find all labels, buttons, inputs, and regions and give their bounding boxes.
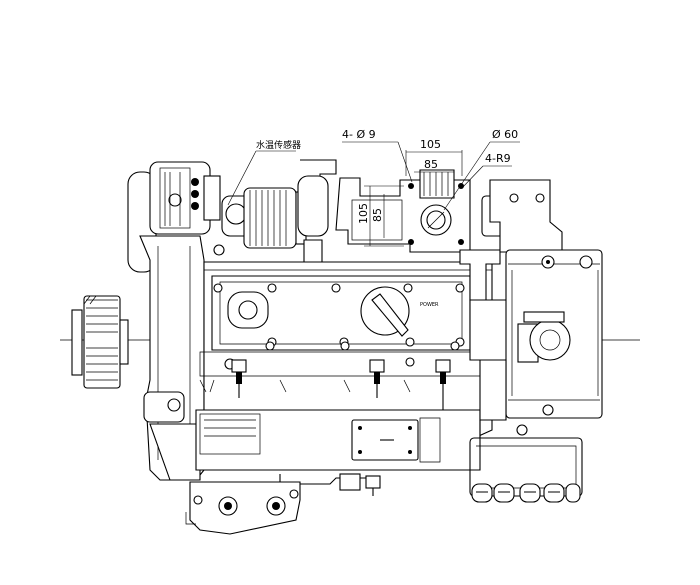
filler-cap <box>517 311 571 363</box>
height-inner-label: 85 <box>371 208 384 222</box>
radius-label: 4-R9 <box>485 152 511 165</box>
sensor-callout: 水温传感器 <box>227 139 301 206</box>
dimension-annotations: 4- Ø 9 105 85 Ø 60 4-R9 105 85 <box>342 128 520 247</box>
svg-text:POWER: POWER <box>420 302 439 308</box>
water-pump <box>213 187 307 256</box>
sensor-label: 水温传感器 <box>256 139 301 151</box>
width-inner-label: 85 <box>424 158 438 171</box>
front-housing <box>139 235 205 481</box>
holes-label: 4- Ø 9 <box>342 128 376 141</box>
lower-block <box>195 409 481 496</box>
intercooler <box>505 249 603 436</box>
diameter-label: Ø 60 <box>492 128 518 141</box>
air-filter-bracket <box>489 179 563 253</box>
injector-2 <box>369 359 385 398</box>
injector-1 <box>231 359 247 398</box>
mount-bracket <box>335 169 471 253</box>
width-outer-label: 105 <box>420 138 441 151</box>
oil-cooler <box>469 437 583 503</box>
injector-3 <box>435 359 451 410</box>
engine-block: POWER <box>199 261 493 441</box>
engine-mount <box>185 481 301 535</box>
right-piping <box>479 359 507 421</box>
crank-pulley <box>71 295 129 389</box>
height-outer-label: 105 <box>357 203 370 224</box>
